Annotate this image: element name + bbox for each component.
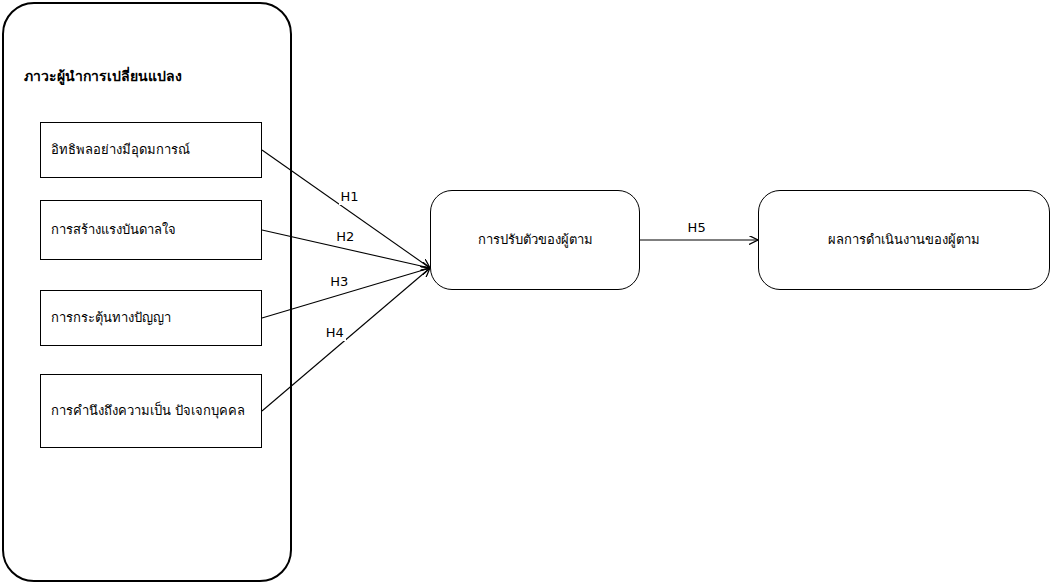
hypothesis-label: H3	[328, 274, 350, 290]
box-label: การสร้างแรงบันดาลใจ	[51, 220, 176, 240]
arrow-connector	[640, 239, 758, 240]
box-label: อิทธิพลอย่างมีอุดมการณ์	[51, 140, 190, 160]
box-label: การกระตุ้นทางปัญญา	[51, 308, 171, 328]
arrow-connector	[262, 268, 430, 411]
hypothesis-label: H1	[339, 189, 361, 205]
factor-box: การกระตุ้นทางปัญญา	[40, 290, 262, 346]
factor-box: การสร้างแรงบันดาลใจ	[40, 200, 262, 260]
process-box: การปรับตัวของผู้ตาม	[430, 190, 640, 290]
box-label: การคำนึงถึงความเป็น ปัจเจกบุคคล	[51, 401, 245, 421]
hypothesis-label: H2	[334, 229, 356, 245]
arrow-connector	[262, 150, 430, 268]
factor-box: การคำนึงถึงความเป็น ปัจเจกบุคคล	[40, 374, 262, 448]
group-box: ภาวะผู้นำการเปลี่ยนแปลงอิทธิพลอย่างมีอุด…	[2, 2, 292, 582]
hypothesis-label: H5	[686, 220, 708, 236]
factor-box: อิทธิพลอย่างมีอุดมการณ์	[40, 122, 262, 178]
hypothesis-label: H4	[324, 325, 346, 341]
group-heading: ภาวะผู้นำการเปลี่ยนแปลง	[24, 66, 274, 86]
process-box: ผลการดำเนินงานของผู้ตาม	[758, 190, 1050, 290]
box-label: การปรับตัวของผู้ตาม	[478, 230, 593, 250]
arrow-connector	[262, 268, 430, 318]
box-label: ผลการดำเนินงานของผู้ตาม	[828, 230, 980, 250]
